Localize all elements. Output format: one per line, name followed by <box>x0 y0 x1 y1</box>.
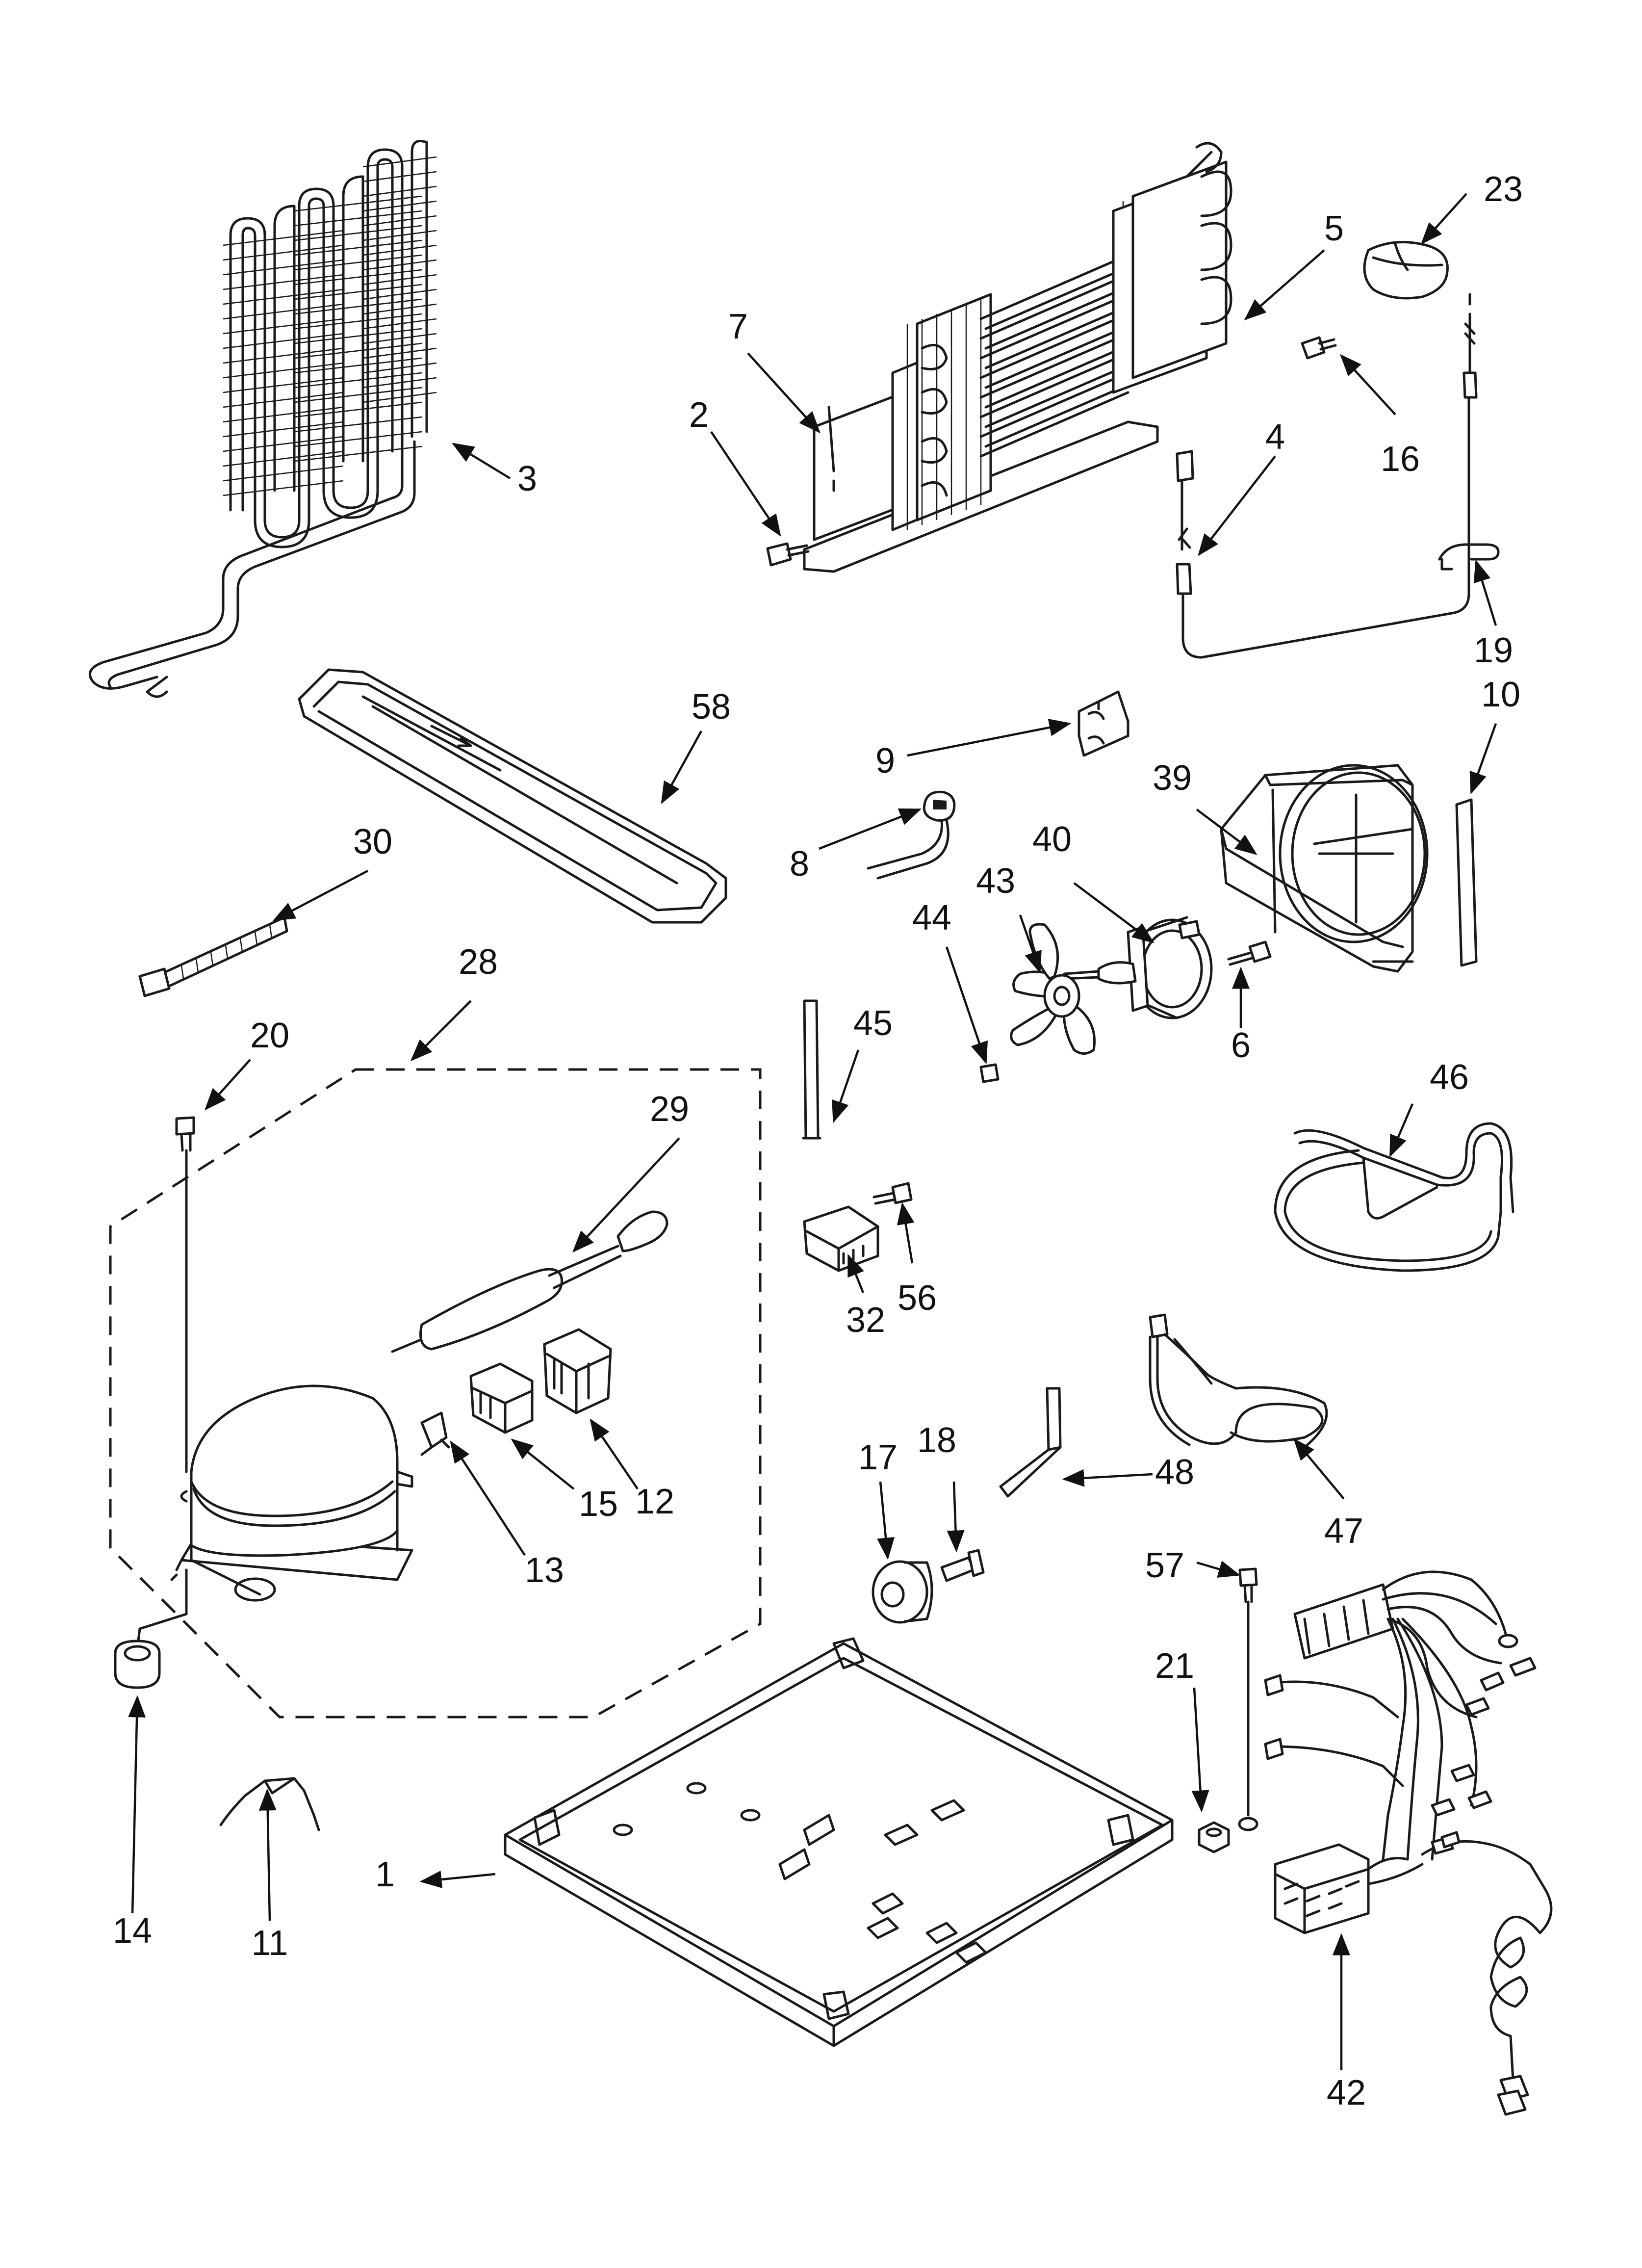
callout-32: 32 <box>846 1301 885 1340</box>
fan-motor <box>1063 916 1213 1019</box>
callout-19: 19 <box>1474 631 1513 670</box>
roller <box>872 1560 933 1624</box>
thermostat <box>867 790 956 880</box>
callout-29: 29 <box>650 1090 689 1129</box>
screw <box>872 1182 913 1205</box>
callout-10: 10 <box>1481 675 1520 714</box>
clip <box>979 1063 1000 1083</box>
wire-clip <box>219 1777 320 1831</box>
pin <box>802 999 821 1140</box>
overload <box>543 1328 612 1414</box>
thermistor-harness <box>1176 293 1478 659</box>
callout-8: 8 <box>790 844 809 884</box>
callout-18: 18 <box>917 1421 956 1460</box>
clip <box>1438 543 1500 571</box>
callout-45: 45 <box>853 1004 893 1043</box>
callout-14: 14 <box>113 1911 152 1951</box>
callout-4: 4 <box>1265 417 1285 457</box>
callout-58: 58 <box>692 687 731 727</box>
condenser-coil <box>88 140 437 698</box>
evaporator-coil <box>803 142 1232 573</box>
callout-6: 6 <box>1231 1026 1251 1065</box>
callout-5: 5 <box>1324 209 1344 248</box>
compressor <box>170 1384 413 1602</box>
bracket <box>1078 690 1129 757</box>
callout-39: 39 <box>1153 758 1192 798</box>
tubing <box>1149 1313 1328 1449</box>
fan-blade <box>1010 923 1096 1055</box>
callout-17: 17 <box>858 1438 898 1477</box>
screw <box>1227 940 1272 966</box>
callout-15: 15 <box>579 1485 618 1524</box>
tube <box>999 1387 1062 1498</box>
callout-2: 2 <box>689 395 709 435</box>
callout-20: 20 <box>250 1016 289 1055</box>
callout-11: 11 <box>252 1924 288 1963</box>
callout-42: 42 <box>1327 2073 1366 2112</box>
terminal-cover <box>420 1411 450 1456</box>
callout-43: 43 <box>976 861 1015 901</box>
leader-lines <box>128 193 1497 2070</box>
callout-7: 7 <box>728 307 748 346</box>
callout-30: 30 <box>353 822 392 861</box>
compressor-assembly <box>109 1068 762 1719</box>
callout-40: 40 <box>1032 820 1072 859</box>
relay <box>803 1205 879 1272</box>
drain-pan <box>298 668 727 924</box>
tubing <box>1274 1122 1514 1272</box>
drier <box>391 1210 668 1353</box>
callout-labels: 1 2 3 4 5 6 7 8 9 10 11 12 13 14 15 16 1… <box>113 170 1523 2112</box>
callout-46: 46 <box>1430 1058 1469 1097</box>
grommet <box>114 1568 188 1689</box>
callout-48: 48 <box>1155 1453 1194 1492</box>
callout-28: 28 <box>459 942 498 982</box>
wiring-harness <box>1264 1570 1553 2116</box>
fan-shroud <box>1220 764 1429 973</box>
cable-tie <box>138 916 288 997</box>
screw <box>175 1116 195 1473</box>
cover <box>1363 241 1449 300</box>
callout-44: 44 <box>912 898 951 938</box>
callout-9: 9 <box>875 741 895 781</box>
callout-23: 23 <box>1484 170 1523 209</box>
callout-12: 12 <box>635 1482 674 1521</box>
base-plate <box>504 1637 1174 2047</box>
callout-13: 13 <box>525 1551 564 1590</box>
start-relay <box>469 1362 534 1434</box>
callout-3: 3 <box>517 459 537 498</box>
ground-screw <box>1238 1567 1258 1831</box>
callout-47: 47 <box>1324 1512 1363 1551</box>
screw <box>766 542 810 567</box>
callout-21: 21 <box>1155 1646 1194 1686</box>
callout-57: 57 <box>1145 1546 1184 1585</box>
callout-1: 1 <box>375 1855 395 1894</box>
nut <box>1198 1821 1230 1853</box>
callout-56: 56 <box>898 1278 937 1318</box>
screw <box>1301 336 1337 360</box>
pin <box>940 1549 985 1582</box>
strip <box>1455 798 1478 967</box>
callout-16: 16 <box>1381 440 1420 479</box>
